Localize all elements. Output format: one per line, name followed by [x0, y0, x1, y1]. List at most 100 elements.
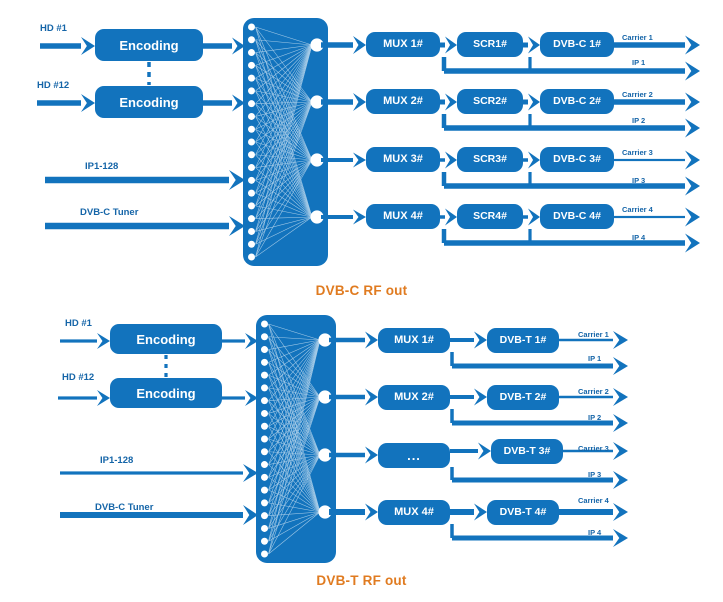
switching-matrix-input-port[interactable]	[248, 176, 255, 184]
carrier-output-arrow-1	[559, 331, 628, 349]
switching-matrix-output-port[interactable]	[310, 210, 324, 224]
mux-box-1[interactable]: MUX 1#	[366, 32, 440, 57]
scrambler-box-4[interactable]: SCR4#	[457, 204, 523, 229]
scrambler-box-3[interactable]: SCR3#	[457, 147, 523, 172]
input-arrow-tuner-shaft	[45, 222, 229, 230]
switching-matrix-input-port[interactable]	[248, 61, 255, 69]
modulator-box-1[interactable]: DVB-C 1#	[540, 32, 614, 57]
matrix-out-arrow-2-head	[353, 93, 366, 111]
switching-matrix-output-port[interactable]	[318, 333, 332, 347]
switching-matrix-input-port[interactable]	[248, 202, 255, 210]
input-label-hd1: HD #1	[65, 318, 92, 329]
switching-matrix-input-port[interactable]	[248, 189, 255, 197]
switching-matrix-input-port[interactable]	[261, 333, 268, 341]
switching-matrix-output-port[interactable]	[318, 505, 332, 519]
switching-matrix-input-port[interactable]	[261, 550, 268, 558]
mux-to-scrambler-arrow-2-shaft	[440, 99, 445, 105]
switching-matrix-input-port[interactable]	[248, 23, 255, 31]
modulator-box-3[interactable]: DVB-C 3#	[540, 147, 614, 172]
switching-matrix-input-port[interactable]	[261, 512, 268, 520]
switching-matrix-input-port[interactable]	[248, 151, 255, 159]
ip-output-arrow-4	[452, 529, 628, 547]
encoder-box-2[interactable]: Encoding	[95, 86, 203, 118]
switching-matrix[interactable]	[256, 315, 336, 563]
switching-matrix-input-port[interactable]	[248, 215, 255, 223]
mux-box-1[interactable]: MUX 1#	[378, 328, 450, 353]
mux-to-modulator-arrow-2	[450, 388, 487, 406]
switching-matrix-input-port[interactable]	[261, 397, 268, 405]
switching-matrix-input-port[interactable]	[248, 36, 255, 44]
switching-matrix-input-port[interactable]	[248, 74, 255, 82]
switching-matrix-input-port[interactable]	[261, 435, 268, 443]
switching-matrix-input-port[interactable]	[261, 358, 268, 366]
modulator-box-2[interactable]: DVB-T 2#	[487, 385, 559, 410]
encoder-box-1[interactable]: Encoding	[110, 324, 222, 354]
mux-box-4[interactable]: MUX 4#	[378, 500, 450, 525]
matrix-out-arrow-1-head	[365, 331, 378, 349]
input-arrow-hd1	[40, 37, 95, 55]
switching-matrix-input-port[interactable]	[261, 448, 268, 456]
switching-matrix[interactable]	[243, 18, 328, 266]
switching-matrix-input-port[interactable]	[261, 422, 268, 430]
carrier-output-arrow-2-head	[613, 388, 628, 406]
switching-matrix-input-port[interactable]	[261, 320, 268, 328]
switching-matrix-input-port[interactable]	[261, 371, 268, 379]
switching-matrix-input-port[interactable]	[261, 499, 268, 507]
mux-label: MUX 4#	[383, 210, 423, 222]
switching-matrix-input-port[interactable]	[248, 100, 255, 108]
switching-matrix-input-port[interactable]	[261, 473, 268, 481]
switching-matrix-input-port[interactable]	[248, 87, 255, 95]
mux-box-3[interactable]: MUX 3#	[366, 147, 440, 172]
switching-matrix-output-port[interactable]	[318, 390, 332, 404]
switching-matrix-input-port[interactable]	[261, 409, 268, 417]
encoder-box-1[interactable]: Encoding	[95, 29, 203, 61]
encoder-box-2[interactable]: Encoding	[110, 378, 222, 408]
switching-matrix-input-port[interactable]	[261, 346, 268, 354]
scrambler-box-2[interactable]: SCR2#	[457, 89, 523, 114]
switching-matrix-output-port[interactable]	[310, 38, 324, 52]
switching-matrix-output-port[interactable]	[310, 95, 324, 109]
switching-matrix-input-port[interactable]	[248, 227, 255, 235]
matrix-out-arrow-2	[321, 93, 366, 111]
switching-matrix-input-port[interactable]	[248, 125, 255, 133]
switching-matrix-input-port[interactable]	[261, 537, 268, 545]
modulator-box-3[interactable]: DVB-T 3#	[491, 439, 563, 464]
matrix-out-arrow-2-shaft	[329, 394, 365, 400]
switching-matrix-input-port[interactable]	[248, 253, 255, 261]
switching-matrix-input-port[interactable]	[261, 524, 268, 532]
input-arrow-ip	[45, 170, 245, 190]
switching-matrix-input-port[interactable]	[248, 49, 255, 57]
switching-matrix-input-port[interactable]	[248, 164, 255, 172]
modulator-box-2[interactable]: DVB-C 2#	[540, 89, 614, 114]
switching-matrix-input-port[interactable]	[261, 486, 268, 494]
encoder-out-arrow-2	[222, 390, 258, 406]
scrambler-box-1[interactable]: SCR1#	[457, 32, 523, 57]
carrier-output-arrow-1-shaft	[614, 42, 685, 48]
matrix-out-arrow-3	[329, 446, 378, 464]
carrier-output-arrow-4-head	[685, 207, 700, 227]
modulator-box-4[interactable]: DVB-T 4#	[487, 500, 559, 525]
switching-matrix-output-port[interactable]	[318, 448, 332, 462]
input-arrow-hd12-shaft	[37, 100, 81, 106]
matrix-out-arrow-1-head	[353, 36, 366, 54]
switching-matrix-input-port[interactable]	[248, 112, 255, 120]
mux-to-modulator-arrow-3-shaft	[450, 449, 478, 453]
mux-to-scrambler-arrow-3	[440, 151, 457, 169]
modulator-box-4[interactable]: DVB-C 4#	[540, 204, 614, 229]
switching-matrix-input-port[interactable]	[261, 384, 268, 392]
input-label-tuner: DVB-C Tuner	[80, 207, 139, 218]
input-arrow-hd12-head	[81, 94, 95, 112]
switching-matrix-input-port[interactable]	[261, 461, 268, 469]
mux-box-4[interactable]: MUX 4#	[366, 204, 440, 229]
switching-matrix-input-port[interactable]	[248, 240, 255, 248]
mux-box-2[interactable]: MUX 2#	[378, 385, 450, 410]
switching-matrix-input-port[interactable]	[248, 138, 255, 146]
ip-output-arrow-3-head	[613, 471, 628, 489]
mux-box-2[interactable]: MUX 2#	[366, 89, 440, 114]
switching-matrix-output-port[interactable]	[310, 153, 324, 167]
modulator-box-1[interactable]: DVB-T 1#	[487, 328, 559, 353]
mux-to-scrambler-arrow-4-head	[445, 208, 457, 226]
scrambler-to-modulator-arrow-2-shaft	[523, 99, 528, 105]
mux-box-3[interactable]: ...	[378, 443, 450, 468]
encoder-out-arrow-1-head	[245, 333, 258, 349]
